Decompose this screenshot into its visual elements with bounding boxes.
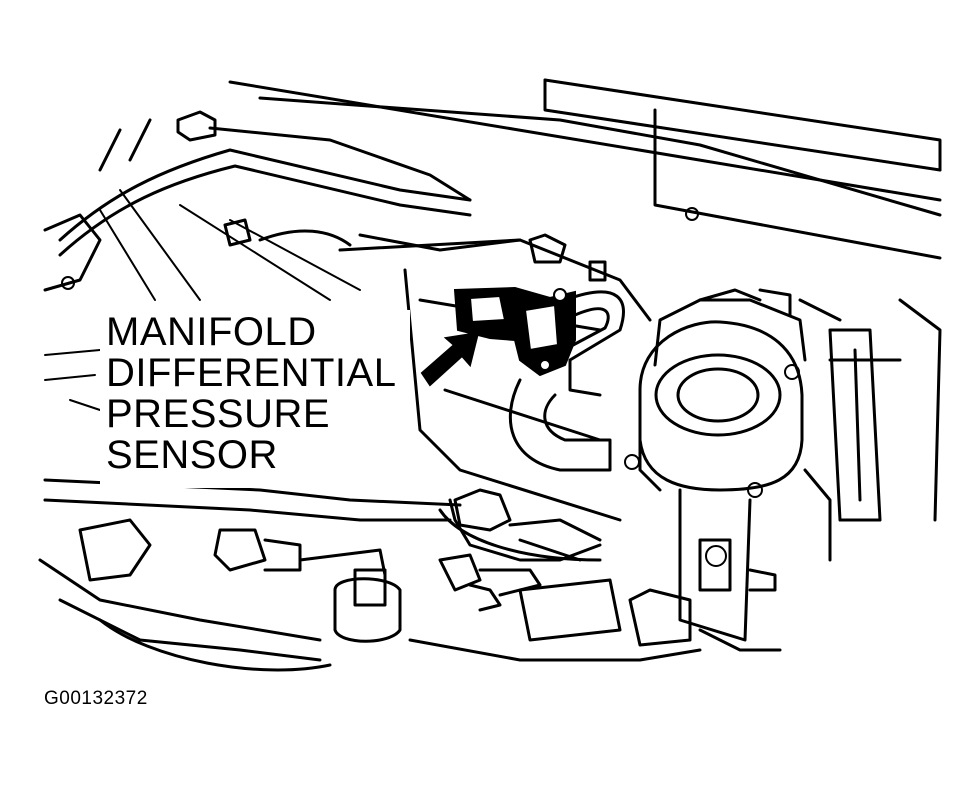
callout-line-4: SENSOR bbox=[106, 433, 278, 477]
manifold-differential-pressure-sensor bbox=[453, 286, 576, 377]
callout-line-3: PRESSURE bbox=[106, 392, 331, 436]
callout-line-2: DIFFERENTIAL bbox=[106, 351, 397, 395]
callout-line-1: MANIFOLD bbox=[106, 310, 317, 354]
hood-edge bbox=[543, 78, 942, 172]
figure-id: G00132372 bbox=[44, 688, 148, 709]
intake-plenum bbox=[338, 238, 652, 322]
throttle-body bbox=[624, 298, 807, 498]
arrow-icon bbox=[420, 331, 480, 387]
sensor-callout-label: MANIFOLD DIFFERENTIAL PRESSURE SENSOR bbox=[106, 312, 396, 476]
